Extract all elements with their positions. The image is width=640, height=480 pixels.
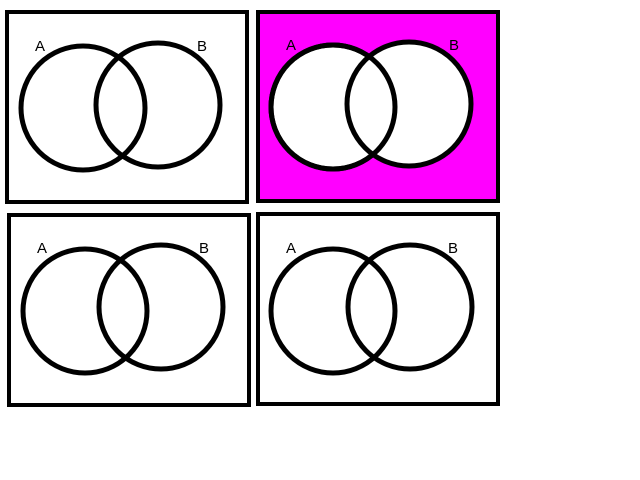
panel-4-circle-b [345, 242, 475, 372]
panel-4-label-b: B [448, 240, 458, 257]
panel-3-label-b: B [199, 240, 209, 257]
panel-4-label-a: A [286, 240, 296, 257]
venn-panel-2[interactable]: A B [256, 10, 500, 203]
panel-3-label-a: A [37, 240, 47, 257]
panel-1-frame [5, 10, 249, 204]
panel-4-circle-a [268, 246, 398, 376]
panel-3-circle-a [20, 246, 150, 376]
panel-3-circle-b [96, 242, 226, 372]
panel-1-label-a: A [35, 38, 45, 55]
panel-1-circle-b [93, 40, 223, 170]
panel-1-label-b: B [197, 38, 207, 55]
panel-1-circle-a [18, 43, 148, 173]
panel-4-frame [256, 212, 500, 406]
panel-3-frame [7, 213, 251, 407]
venn-panel-3[interactable]: A B [7, 213, 251, 407]
venn-panel-1[interactable]: A B [5, 10, 249, 204]
panel-2-label-a: A [286, 37, 296, 54]
panel-2-circle-a-outline [268, 42, 398, 172]
panel-2-circle-b [344, 39, 474, 169]
panel-2-label-b: B [449, 37, 459, 54]
venn-panel-4[interactable]: A B [256, 212, 500, 406]
